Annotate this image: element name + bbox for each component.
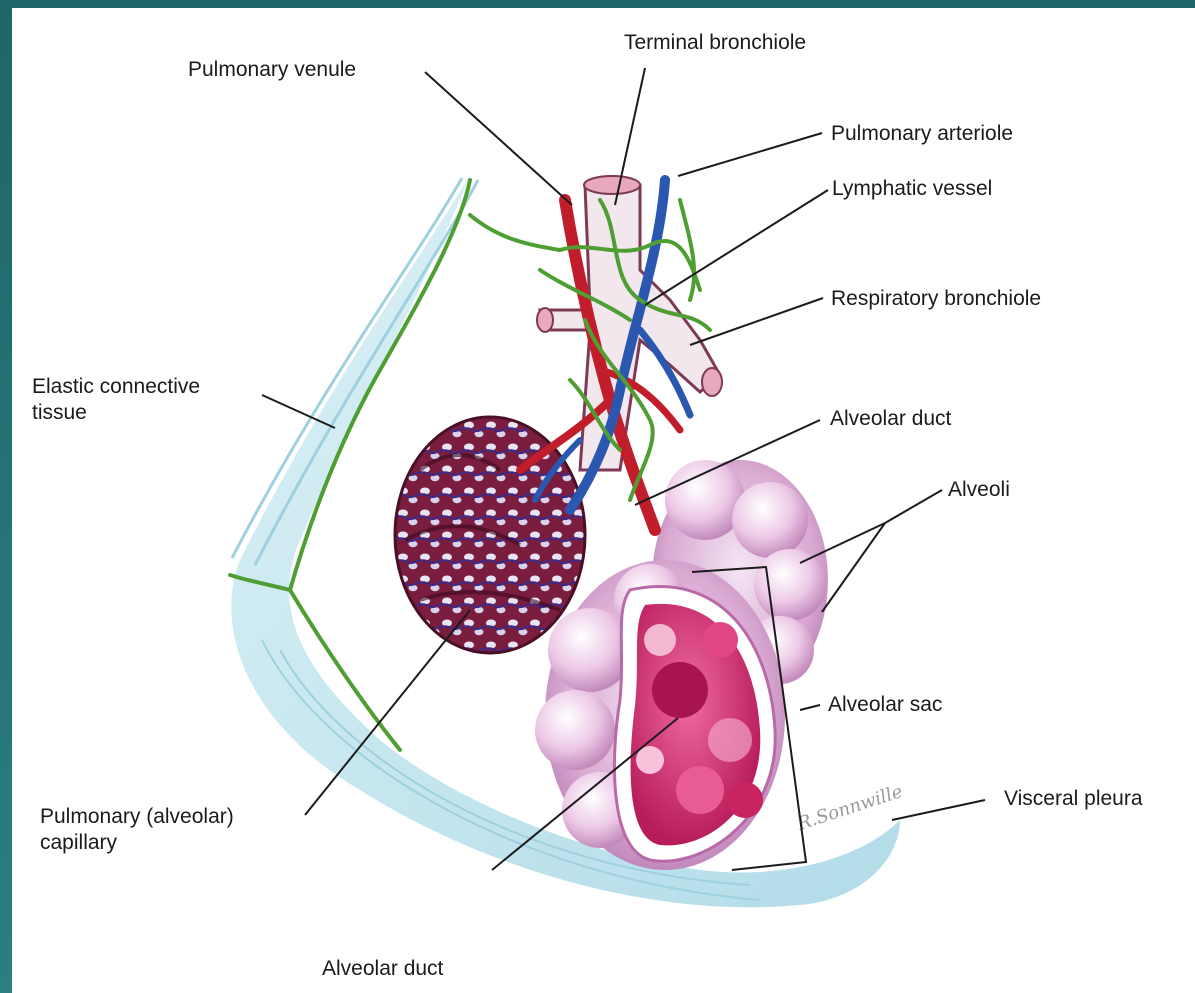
capillary-sac — [395, 417, 585, 653]
label-respiratory-bronchiole: Respiratory bronchiole — [831, 286, 1041, 312]
label-pulmonary-capillary: Pulmonary (alveolar) capillary — [40, 804, 234, 856]
label-pulmonary-venule: Pulmonary venule — [188, 57, 356, 83]
label-elastic-line2: tissue — [32, 400, 200, 426]
label-capillary-line1: Pulmonary (alveolar) — [40, 804, 234, 830]
label-alveoli: Alveoli — [948, 477, 1010, 503]
label-terminal-bronchiole: Terminal bronchiole — [624, 30, 806, 56]
label-alveolar-duct-upper: Alveolar duct — [830, 406, 951, 432]
label-elastic-connective-tissue: Elastic connective tissue — [32, 374, 200, 426]
artist-signature: R.Sonnwille — [794, 781, 905, 835]
label-elastic-line1: Elastic connective — [32, 374, 200, 400]
label-alveolar-duct-lower: Alveolar duct — [322, 956, 443, 982]
label-visceral-pleura: Visceral pleura — [1004, 786, 1143, 812]
label-alveolar-sac: Alveolar sac — [828, 692, 942, 718]
label-pulmonary-arteriole: Pulmonary arteriole — [831, 121, 1013, 147]
label-lymphatic-vessel: Lymphatic vessel — [832, 176, 992, 202]
label-capillary-line2: capillary — [40, 830, 234, 856]
